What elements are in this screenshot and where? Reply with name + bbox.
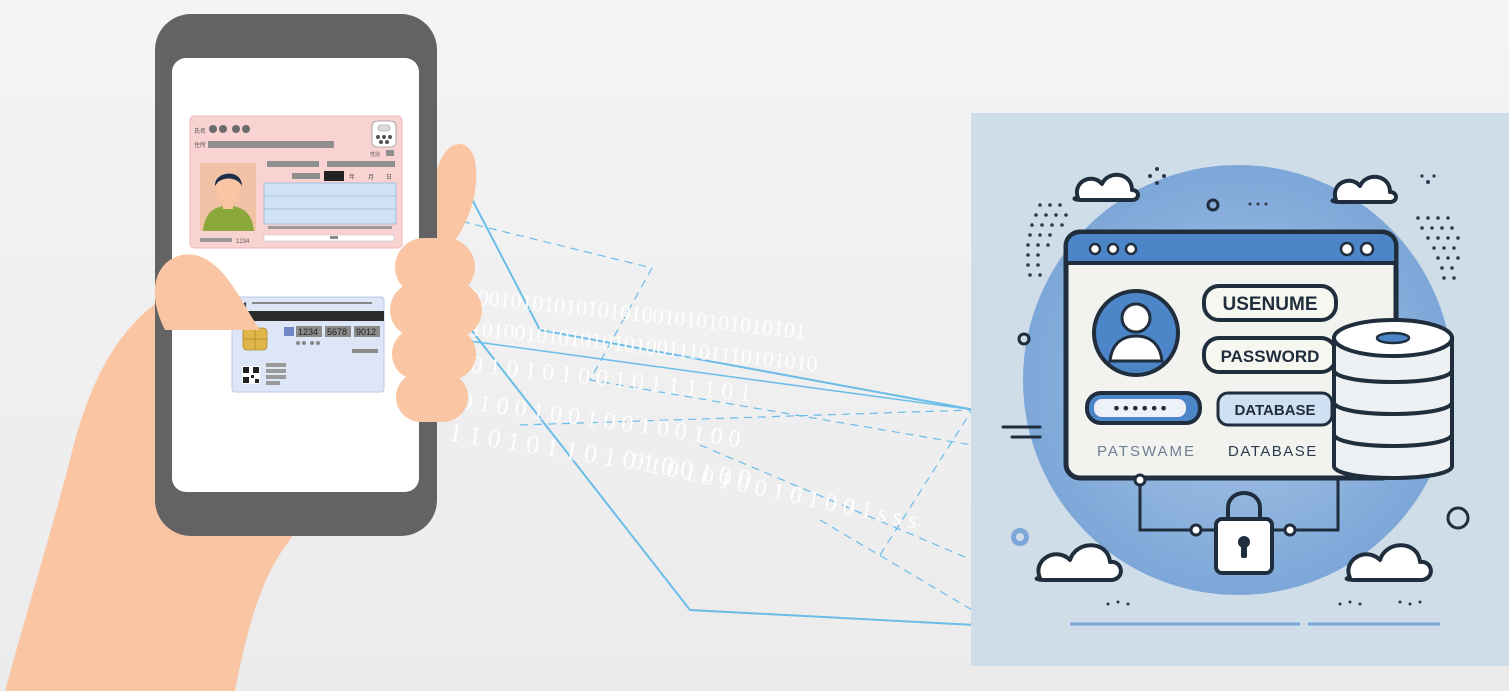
user-avatar-icon [1094,291,1178,375]
address-label: 住所 [194,141,206,149]
redaction-bar [324,171,344,181]
date-year: 年 [349,173,355,181]
gear-icon [1011,528,1029,546]
card-number-1: 1234 [298,327,318,337]
card-number-3: 9012 [356,327,376,337]
address-placeholder [208,141,334,148]
password-mask: •••••• [1112,399,1169,418]
footer-left-label: PATSWAME [1097,443,1196,460]
footer-right-label: DATABASE [1228,443,1318,460]
binary-line: 0 1 0 1 0 1 0 0 1 0 1 0 0 1 s s s [629,448,920,534]
date-day: 日 [386,174,392,181]
login-security-panel: USENUME PASSWORD •••••• DATABASE PATSWAM… [971,113,1509,666]
id-card-front: 氏名 住所 性別 1234 [190,116,402,248]
cloud-icon [1075,175,1138,200]
database-button-label: DATABASE [1234,402,1315,419]
cloud-icon [1333,177,1396,202]
connection-line-dash-4 [820,520,972,610]
magnetic-stripe [232,311,384,321]
name-label: 氏名 [194,127,206,135]
info-field-box [264,183,396,224]
id-card-back: ◀ 1234 5678 9012 [232,297,384,392]
card-number-fragment: 1234 [236,239,250,245]
chip-icon [243,328,267,350]
card-number-2: 5678 [327,327,347,337]
sex-label: 性別 [370,151,380,158]
binary-data-stream: 00001010101010101001010101010101 1010010… [447,282,920,534]
date-month: 月 [368,174,374,181]
qr-code-icon [242,366,260,384]
password-label: PASSWORD [1221,347,1320,366]
username-label: USENUME [1222,294,1317,315]
database-icon [1334,320,1452,478]
